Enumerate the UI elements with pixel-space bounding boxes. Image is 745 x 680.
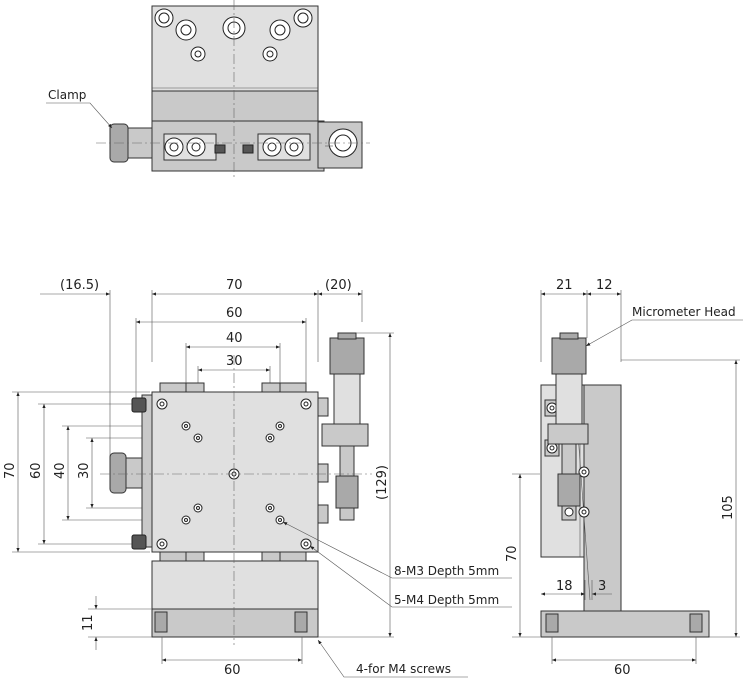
side-bracket-plate (583, 384, 622, 612)
micrometer-head-label: Micrometer Head (632, 305, 736, 319)
dim-side-21: 21 (556, 278, 573, 293)
dim-side-18: 18 (556, 579, 573, 594)
front-micrometer-sleeve (333, 373, 361, 425)
dim-height-60: 60 (29, 462, 44, 479)
front-base (151, 608, 319, 638)
side-micrometer-thimble (551, 337, 587, 375)
front-stage-lower (151, 560, 319, 610)
front-clamp-knob (109, 452, 127, 494)
front-micrometer-thimble (329, 337, 365, 375)
top-middle-block (151, 90, 319, 122)
m3-holes-label: 8-M3 Depth 5mm (394, 564, 499, 578)
dim-height-129: (129) (375, 465, 390, 500)
dim-side-105: 105 (721, 495, 736, 520)
dim-pitch-40: 40 (226, 331, 243, 346)
front-view: (16.5) 70 (20) 60 40 30 70 60 40 30 (129… (3, 278, 512, 678)
side-base (540, 610, 710, 638)
dim-height-40: 40 (53, 462, 68, 479)
dim-offset-right: (20) (325, 278, 352, 293)
dim-side-base-60: 60 (614, 663, 631, 678)
clamp-label: Clamp (48, 88, 86, 102)
dim-side-70: 70 (505, 545, 520, 562)
dim-offset-left: (16.5) (60, 278, 99, 293)
dim-pitch-60: 60 (226, 306, 243, 321)
dim-height-70: 70 (3, 462, 18, 479)
dim-side-12: 12 (596, 278, 613, 293)
dim-pitch-30: 30 (226, 354, 243, 369)
side-micrometer-sleeve (555, 373, 583, 425)
front-holes (156, 398, 312, 550)
dim-width-70: 70 (226, 278, 243, 293)
dim-side-3: 3 (598, 579, 606, 594)
side-view: 21 12 Micrometer Head 105 70 18 3 60 (505, 278, 743, 678)
dim-base-11: 11 (81, 614, 96, 631)
dim-height-30: 30 (77, 462, 92, 479)
front-micrometer-bracket (321, 423, 369, 447)
dim-base-60: 60 (224, 663, 241, 678)
m4-holes-label: 5-M4 Depth 5mm (394, 593, 499, 607)
top-view: Clamp (46, 0, 370, 180)
mount-screws-label: 4-for M4 screws (356, 662, 451, 676)
